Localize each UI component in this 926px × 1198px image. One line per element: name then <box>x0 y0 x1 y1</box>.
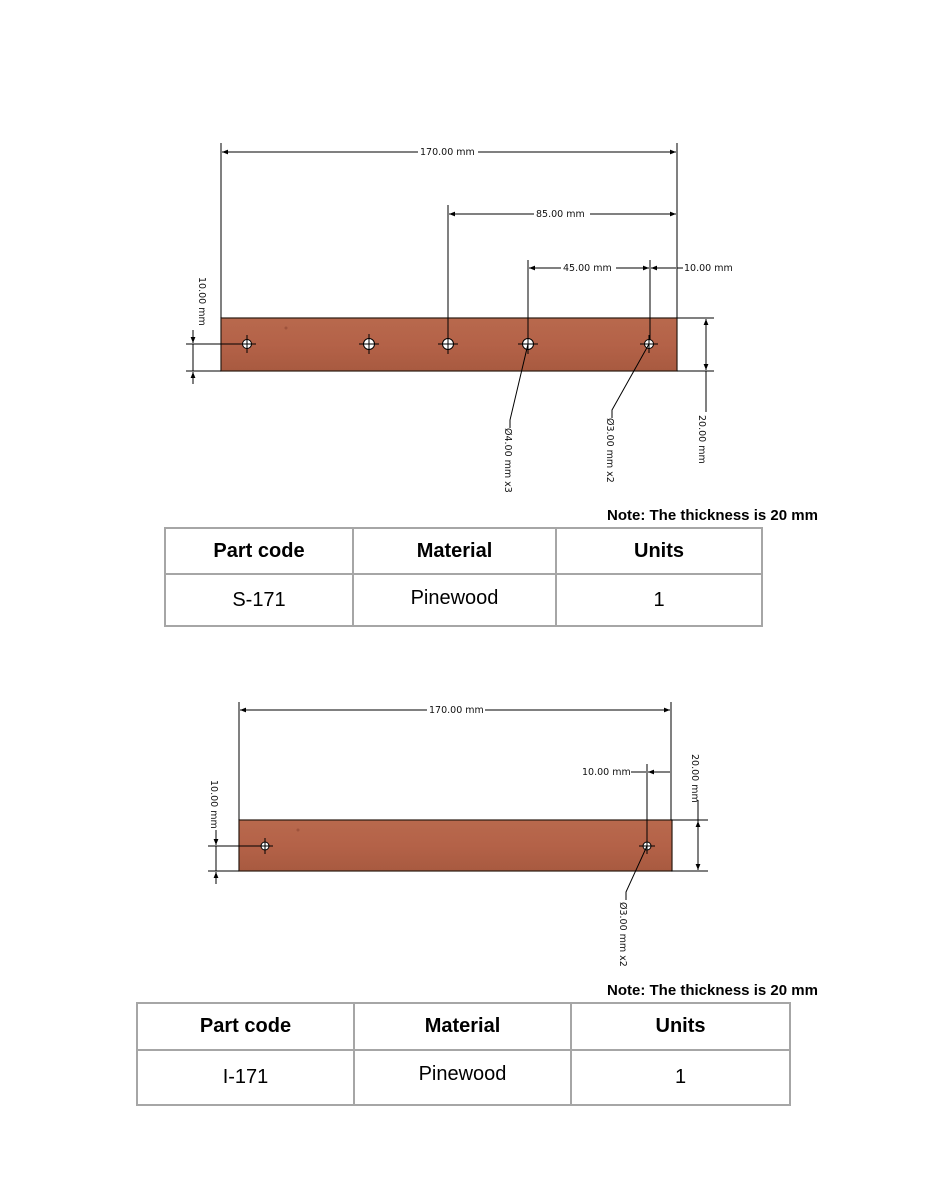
dim-inner-length: 45.00 mm <box>563 263 612 274</box>
dim-overall-length: 170.00 mm <box>429 705 484 716</box>
label-hole-large: Ø4.00 mm x3 <box>502 428 513 493</box>
thickness-note-2: Note: The thickness is 20 mm <box>607 982 818 999</box>
dim-edge-offset: 10.00 mm <box>582 767 631 778</box>
header-part-code: Part code <box>164 527 354 575</box>
cell-material: Pinewood <box>352 573 557 627</box>
dim-overall-length: 170.00 mm <box>420 147 475 158</box>
header-part-code: Part code <box>136 1002 355 1051</box>
parts-table-2: Part code Material Units I-171 Pinewood … <box>136 1002 791 1106</box>
wood-board <box>238 819 673 872</box>
dim-height: 20.00 mm <box>689 754 700 803</box>
dim-height: 20.00 mm <box>696 415 707 464</box>
header-units: Units <box>570 1002 791 1051</box>
parts-table-1: Part code Material Units S-171 Pinewood … <box>164 527 763 627</box>
cell-part-code: S-171 <box>164 573 354 627</box>
technical-drawing-i171: 170.00 mm 10.00 mm 20.00 mm 10.00 mm Ø3.… <box>0 680 926 990</box>
dim-edge-offset: 10.00 mm <box>684 263 733 274</box>
header-material: Material <box>353 1002 572 1051</box>
cell-material: Pinewood <box>353 1049 572 1106</box>
technical-drawing-s171: 170.00 mm 85.00 mm 45.00 mm 10.00 mm 10.… <box>0 0 926 520</box>
cell-units: 1 <box>570 1049 791 1106</box>
dim-middle-length: 85.00 mm <box>536 209 585 220</box>
label-hole-small: Ø3.00 mm x2 <box>617 902 628 967</box>
thickness-note-1: Note: The thickness is 20 mm <box>607 507 818 524</box>
dim-left-offset: 10.00 mm <box>196 277 207 326</box>
dim-left-offset: 10.00 mm <box>208 780 219 829</box>
header-material: Material <box>352 527 557 575</box>
cell-units: 1 <box>555 573 763 627</box>
cell-part-code: I-171 <box>136 1049 355 1106</box>
label-hole-small: Ø3.00 mm x2 <box>604 418 615 483</box>
header-units: Units <box>555 527 763 575</box>
